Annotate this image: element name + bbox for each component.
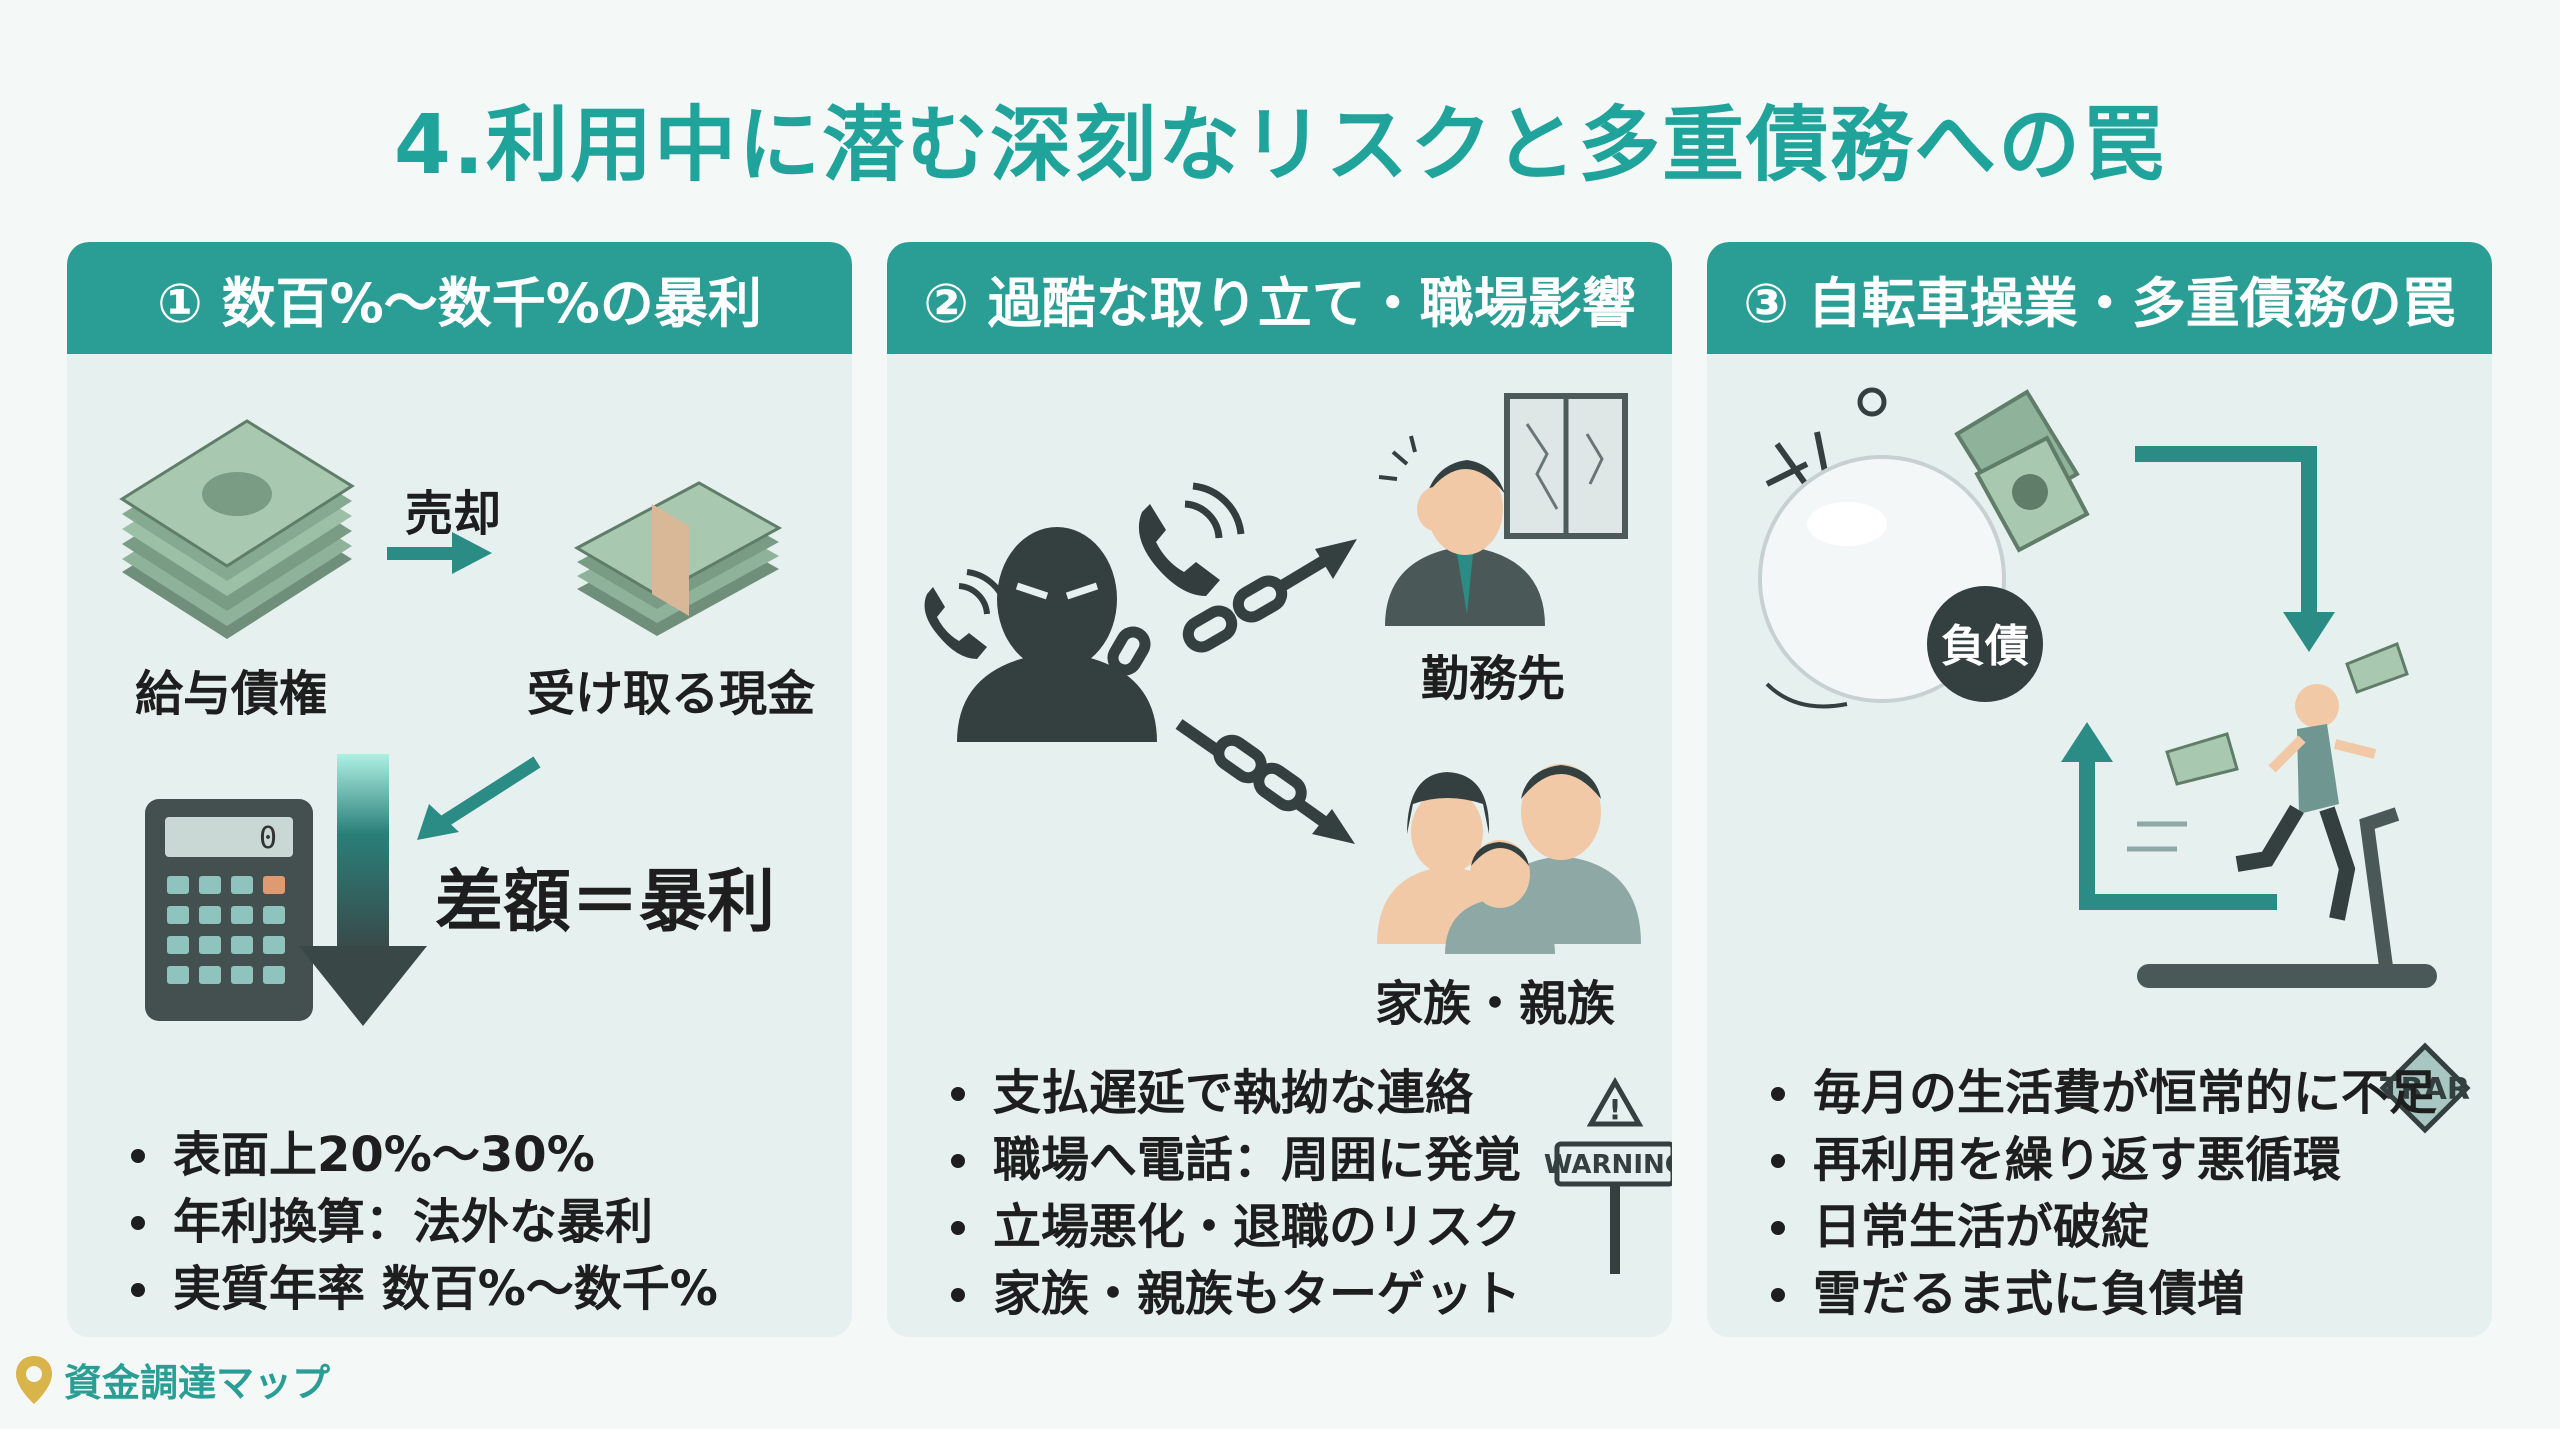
difference-label: 差額＝暴利	[435, 863, 776, 942]
list-item: 再利用を繰り返す悪循環	[1767, 1127, 2437, 1194]
panel-heading: ② 過酷な取り立て・職場影響	[887, 242, 1672, 354]
panel-exorbitant-interest: ① 数百%〜数千%の暴利	[67, 242, 852, 1337]
hooded-collector-icon	[957, 527, 1157, 742]
receivable-label: 給与債権	[135, 666, 328, 722]
phone-icon	[924, 569, 1010, 659]
bullet-list: 支払遅延で執拗な連絡 職場へ電話：周囲に発覚 立場悪化・退職のリスク 家族・親族…	[947, 1060, 1521, 1328]
down-left-arrow-icon	[417, 756, 541, 840]
list-item: 立場悪化・退職のリスク	[947, 1194, 1521, 1261]
list-item: 職場へ電話：周囲に発覚	[947, 1127, 1521, 1194]
list-item: 日常生活が破綻	[1767, 1194, 2437, 1261]
big-down-arrow-icon	[299, 754, 427, 1026]
list-item: 年利換算：法外な暴利	[127, 1189, 718, 1256]
chain-icon	[1107, 575, 1288, 676]
svg-text:!: !	[1609, 1093, 1622, 1126]
bullet-list: 表面上20%〜30% 年利換算：法外な暴利 実質年率 数百%〜数千%	[127, 1122, 718, 1323]
trap-sign-icon: TRAR	[2379, 1042, 2471, 1134]
brand-name: 資金調達マップ	[64, 1361, 331, 1405]
sell-label: 売却	[405, 486, 502, 542]
sell-arrow-icon	[387, 532, 492, 574]
list-item: 毎月の生活費が恒常的に不足	[1767, 1060, 2437, 1127]
list-item: 実質年率 数百%〜数千%	[127, 1256, 718, 1323]
cash-bundle-icon	[573, 481, 783, 636]
panel-illustration: ! WARNING 勤務先 家族・親族	[887, 354, 1672, 1274]
family-icon	[1377, 764, 1641, 954]
cash-label: 受け取る現金	[527, 666, 816, 722]
page-title: 4.利用中に潜む深刻なリスクと多重債務への罠	[393, 98, 2167, 193]
debt-label: 負債	[1941, 621, 2029, 672]
panel-harsh-collection: ② 過酷な取り立て・職場影響	[887, 242, 1672, 1337]
family-label: 家族・親族	[1375, 976, 1616, 1032]
collection-diagram: ! WARNING	[924, 393, 1672, 1274]
panel-heading: ① 数百%〜数千%の暴利	[67, 242, 852, 354]
bullet-list: 毎月の生活費が恒常的に不足 再利用を繰り返す悪循環 日常生活が破綻 雪だるま式に…	[1767, 1060, 2437, 1328]
workplace-label: 勤務先	[1421, 651, 1566, 707]
brand-logo[interactable]: 資金調達マップ	[14, 1352, 330, 1407]
cycle-arrow-icon	[2079, 446, 2317, 910]
chain-icon	[1175, 719, 1307, 812]
list-item: 雪だるま式に負債増	[1767, 1261, 2437, 1328]
list-item: 表面上20%〜30%	[127, 1122, 718, 1189]
map-pin-icon	[16, 1355, 52, 1404]
snowball-icon: 負債	[1758, 387, 2090, 709]
panel-illustration: 0 売却	[67, 354, 852, 1274]
calculator-display: 0	[259, 821, 277, 856]
treadmill-runner-icon	[2127, 642, 2437, 988]
trap-sign-text: TRAR	[2380, 1072, 2470, 1107]
phone-icon	[1138, 482, 1245, 596]
calculator-icon: 0	[145, 799, 313, 1021]
interest-diagram: 0	[119, 419, 783, 1026]
money-stack-icon	[119, 419, 355, 639]
panel-illustration: 負債	[1707, 354, 2492, 1274]
warning-sign-icon: ! WARNING	[1544, 1076, 1672, 1274]
stressed-worker-icon	[1378, 393, 1628, 626]
debt-cycle-diagram: 負債	[1758, 387, 2471, 1134]
list-item: 家族・親族もターゲット	[947, 1261, 1521, 1328]
list-item: 支払遅延で執拗な連絡	[947, 1060, 1521, 1127]
warning-text: WARNING	[1544, 1150, 1672, 1180]
panel-multiple-debt: ③ 自転車操業・多重債務の罠 負債	[1707, 242, 2492, 1337]
panel-heading: ③ 自転車操業・多重債務の罠	[1707, 242, 2492, 354]
